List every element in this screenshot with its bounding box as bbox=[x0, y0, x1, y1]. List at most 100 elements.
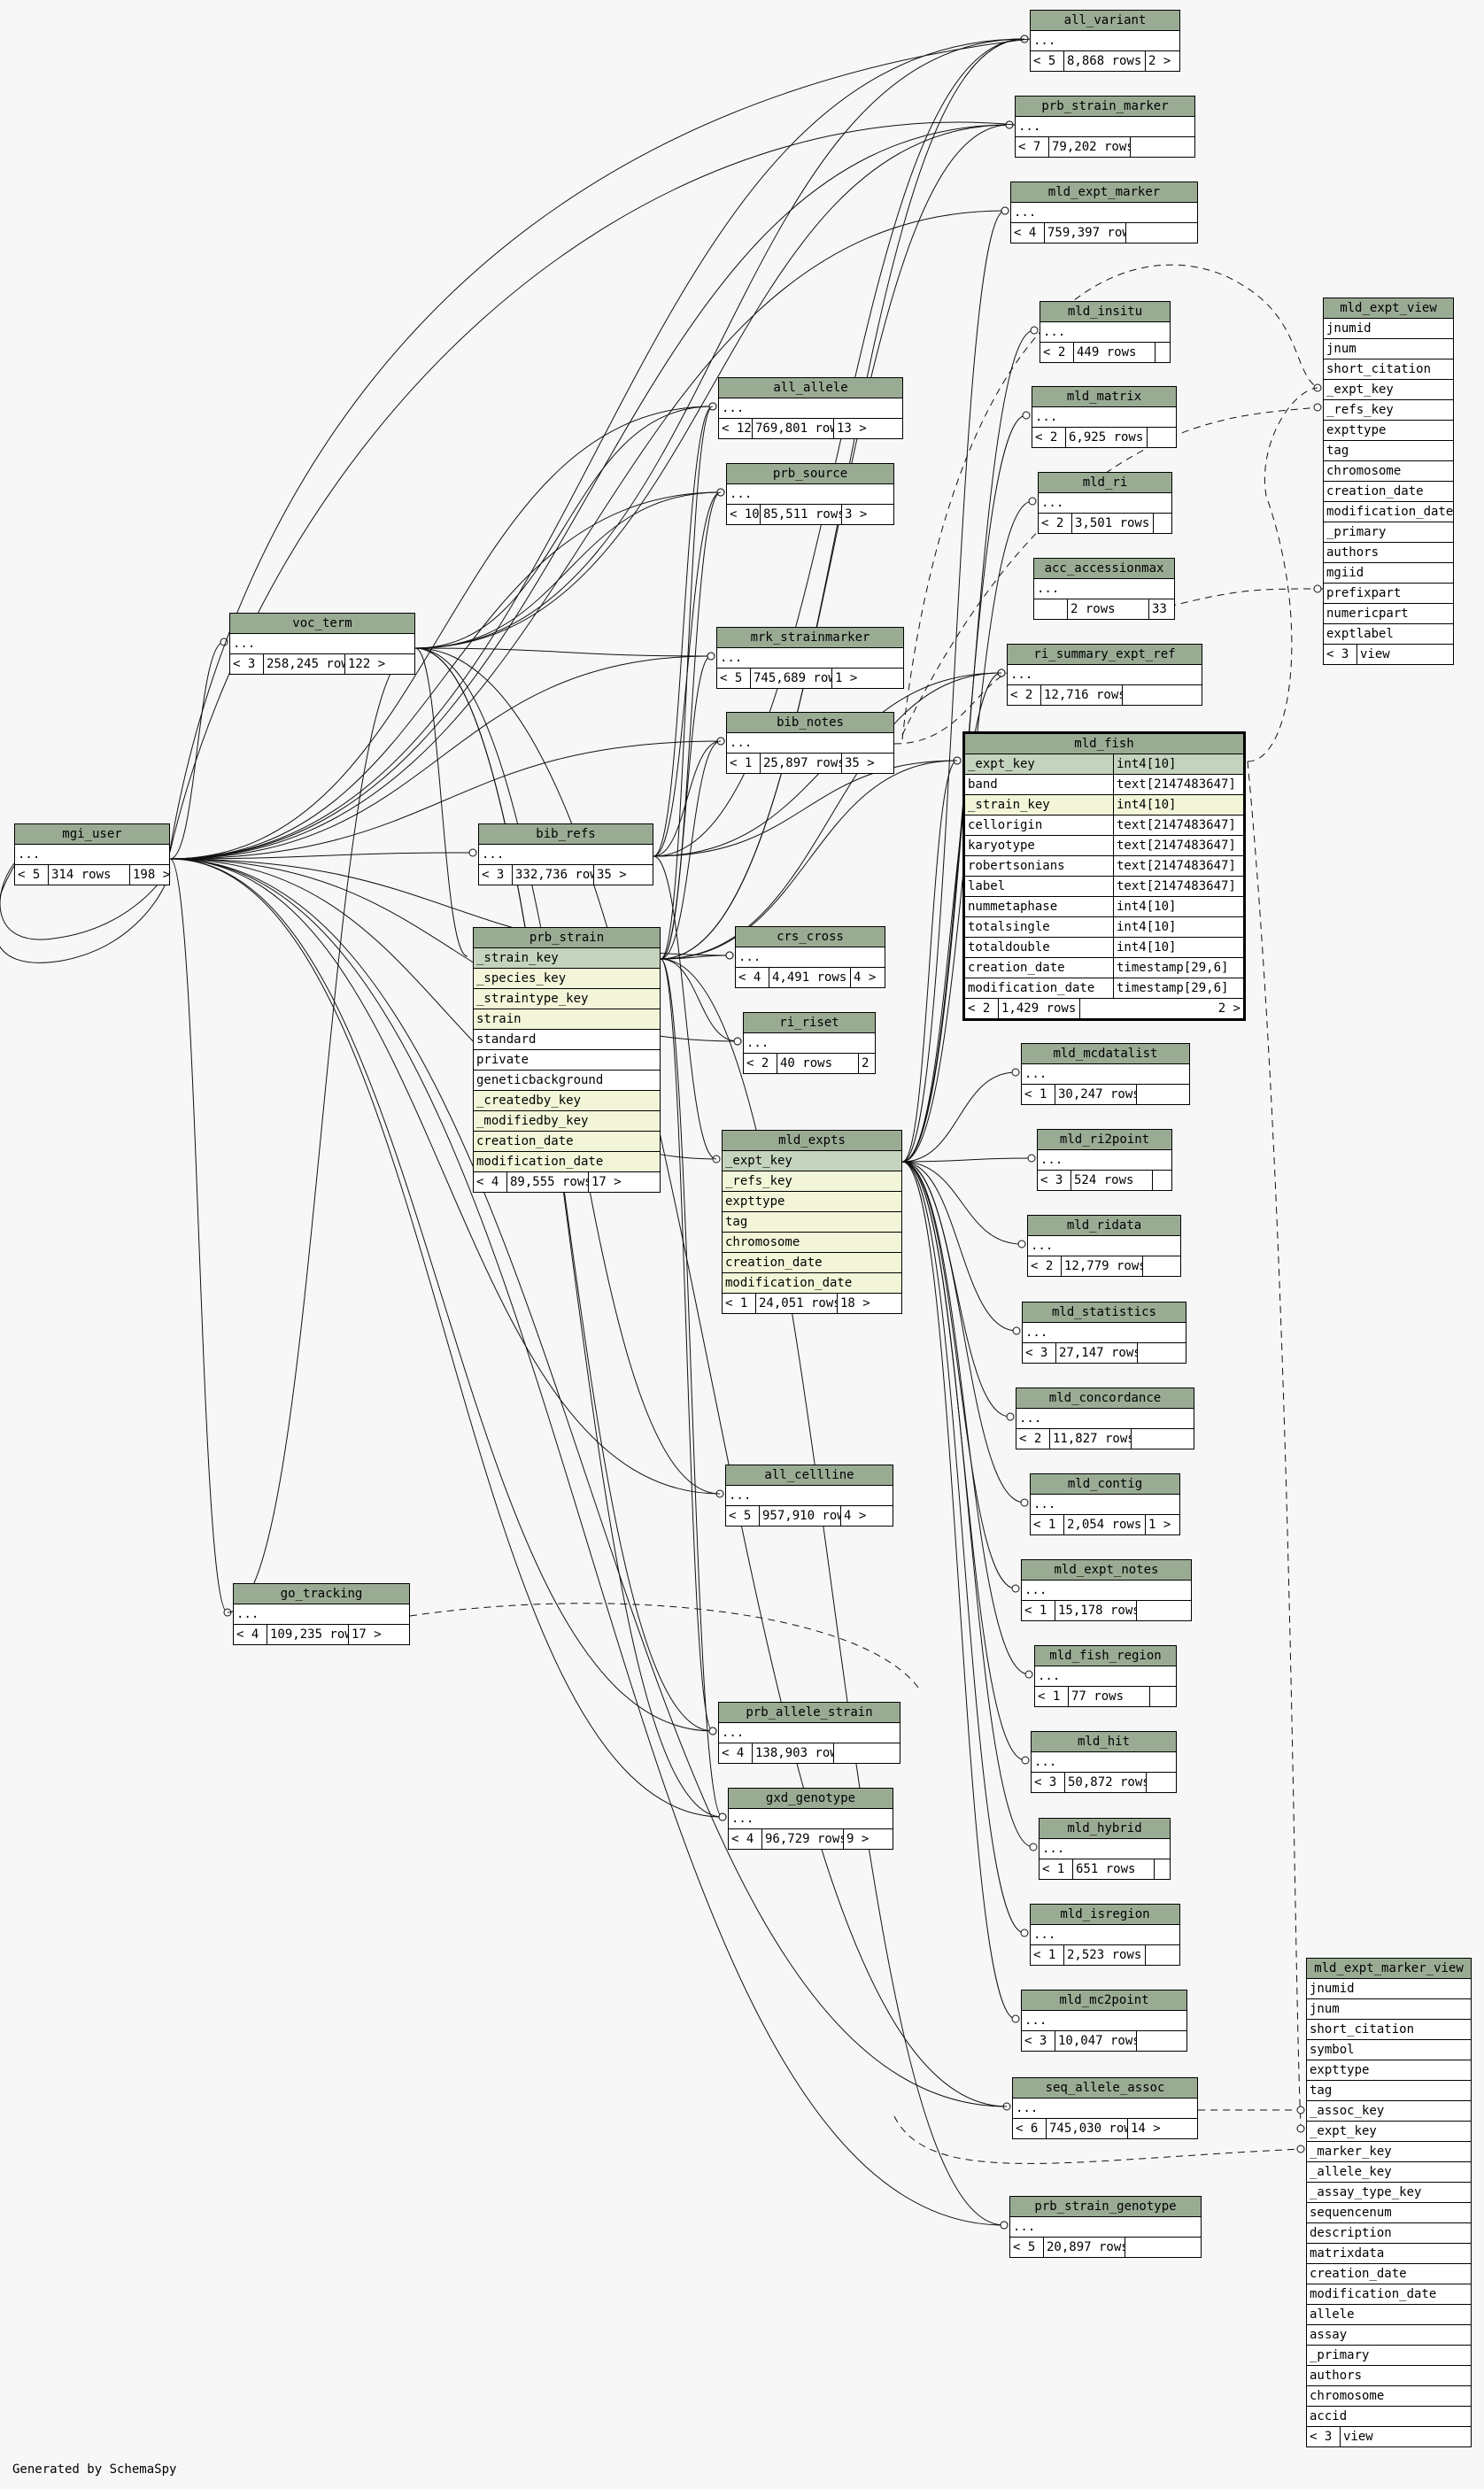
table-column-row[interactable]: chromosome bbox=[1324, 461, 1453, 482]
children-count[interactable] bbox=[1137, 1085, 1189, 1104]
children-count[interactable] bbox=[1132, 1429, 1194, 1449]
table-column-row[interactable]: ... bbox=[1010, 2217, 1201, 2238]
table-header[interactable]: mld_hybrid bbox=[1040, 1819, 1170, 1839]
children-count[interactable]: 14 > bbox=[1131, 2122, 1161, 2136]
table-column-row[interactable]: _primary bbox=[1324, 522, 1453, 543]
table-column-row[interactable]: ... bbox=[1038, 1150, 1171, 1171]
children-count[interactable] bbox=[1125, 2238, 1201, 2257]
parents-count[interactable]: < 4 bbox=[1011, 223, 1045, 243]
children-count[interactable] bbox=[1153, 1171, 1171, 1190]
table-column-row[interactable]: _species_key bbox=[474, 969, 660, 989]
parents-count[interactable]: < 1 bbox=[1022, 1085, 1055, 1104]
table-column-row[interactable]: tag bbox=[1307, 2081, 1471, 2101]
table-header[interactable]: mld_fish_region bbox=[1035, 1646, 1176, 1666]
parents-count[interactable]: < 2 bbox=[1032, 428, 1066, 447]
table-column-row[interactable]: ... bbox=[1031, 31, 1179, 51]
table-header[interactable]: seq_allele_assoc bbox=[1013, 2078, 1197, 2099]
children-count[interactable] bbox=[1126, 223, 1197, 243]
children-count[interactable]: 18 > bbox=[840, 1296, 870, 1310]
parents-count[interactable]: < 3 bbox=[1038, 1171, 1071, 1190]
table-column-row[interactable]: ... bbox=[1016, 1409, 1194, 1429]
children-count[interactable] bbox=[1123, 685, 1202, 705]
table-header[interactable]: gxd_genotype bbox=[729, 1789, 893, 1809]
children-count[interactable]: 4 > bbox=[854, 970, 877, 985]
table-column-row[interactable]: _allele_key bbox=[1307, 2162, 1471, 2183]
table-column-row[interactable]: ... bbox=[1035, 1666, 1176, 1687]
children-count[interactable] bbox=[1137, 2031, 1186, 2051]
table-column-row[interactable]: creation_date bbox=[1324, 482, 1453, 502]
children-count[interactable]: 17 > bbox=[591, 1175, 622, 1189]
table-column-row[interactable]: exptlabel bbox=[1324, 624, 1453, 645]
parents-count[interactable]: < 5 bbox=[726, 1506, 760, 1526]
children-count[interactable] bbox=[1154, 514, 1171, 533]
table-column-row[interactable]: ... bbox=[744, 1033, 875, 1054]
children-count[interactable] bbox=[1155, 1859, 1170, 1879]
children-count[interactable]: 198 > bbox=[133, 868, 169, 882]
table-header[interactable]: go_tracking bbox=[234, 1584, 409, 1604]
table-header[interactable]: all_variant bbox=[1031, 11, 1179, 31]
table-column-row[interactable]: creation_date bbox=[474, 1132, 660, 1152]
table-header[interactable]: prb_strain_genotype bbox=[1010, 2197, 1201, 2217]
table-column-row[interactable]: ... bbox=[1011, 203, 1197, 223]
table-column-row[interactable]: _expt_key bbox=[723, 1151, 901, 1171]
parents-count[interactable]: < 3 bbox=[479, 865, 513, 885]
table-column-row[interactable]: ... bbox=[1032, 1752, 1176, 1773]
table-header[interactable]: acc_accessionmax bbox=[1034, 559, 1174, 579]
table-column-row[interactable]: ... bbox=[1040, 322, 1170, 343]
table-column-row[interactable]: _assoc_key bbox=[1307, 2101, 1471, 2122]
table-column-row[interactable]: ... bbox=[1039, 493, 1171, 514]
parents-count[interactable]: < 2 bbox=[1016, 1429, 1050, 1449]
children-count[interactable]: 4 > bbox=[844, 1509, 867, 1523]
table-header[interactable]: bib_refs bbox=[479, 824, 653, 845]
table-column-row[interactable]: ... bbox=[15, 845, 169, 865]
table-column-row[interactable]: short_citation bbox=[1324, 359, 1453, 380]
table-column-row[interactable]: allele bbox=[1307, 2305, 1471, 2325]
children-count[interactable]: 2 > bbox=[862, 1056, 875, 1071]
table-column-row[interactable]: ... bbox=[726, 1486, 893, 1506]
parents-count[interactable]: < 12 bbox=[719, 419, 753, 438]
table-prb-strain[interactable]: prb_strain_strain_key_species_key_strain… bbox=[473, 927, 661, 1193]
table-header[interactable]: mld_isregion bbox=[1031, 1905, 1179, 1925]
table-column-row[interactable]: accid bbox=[1307, 2407, 1471, 2427]
children-count[interactable] bbox=[1156, 343, 1170, 362]
children-count[interactable] bbox=[1143, 1256, 1180, 1276]
table-column-row[interactable]: _straintype_key bbox=[474, 989, 660, 1009]
parents-count[interactable]: < 7 bbox=[1016, 137, 1049, 157]
table-header[interactable]: mld_mcdatalist bbox=[1022, 1044, 1189, 1064]
children-count[interactable] bbox=[1147, 1773, 1176, 1792]
table-header[interactable]: mld_mc2point bbox=[1022, 1990, 1186, 2011]
children-count[interactable] bbox=[1137, 1601, 1191, 1620]
table-column-row[interactable]: _modifiedby_key bbox=[474, 1111, 660, 1132]
children-count[interactable]: 35 > bbox=[845, 756, 875, 770]
parents-count[interactable]: < 4 bbox=[474, 1172, 507, 1192]
children-count[interactable]: 1 > bbox=[835, 671, 858, 685]
children-count[interactable]: 1 > bbox=[1148, 1518, 1171, 1532]
parents-count[interactable]: < 3 bbox=[230, 654, 264, 674]
table-column-row[interactable]: jnum bbox=[1307, 1999, 1471, 2020]
table-header[interactable]: prb_source bbox=[727, 464, 893, 484]
table-header[interactable]: prb_allele_strain bbox=[719, 1703, 900, 1723]
children-count[interactable]: 2 > bbox=[1217, 1001, 1241, 1016]
parents-count[interactable]: < 5 bbox=[717, 669, 751, 688]
table-column-row[interactable]: ... bbox=[230, 634, 414, 654]
